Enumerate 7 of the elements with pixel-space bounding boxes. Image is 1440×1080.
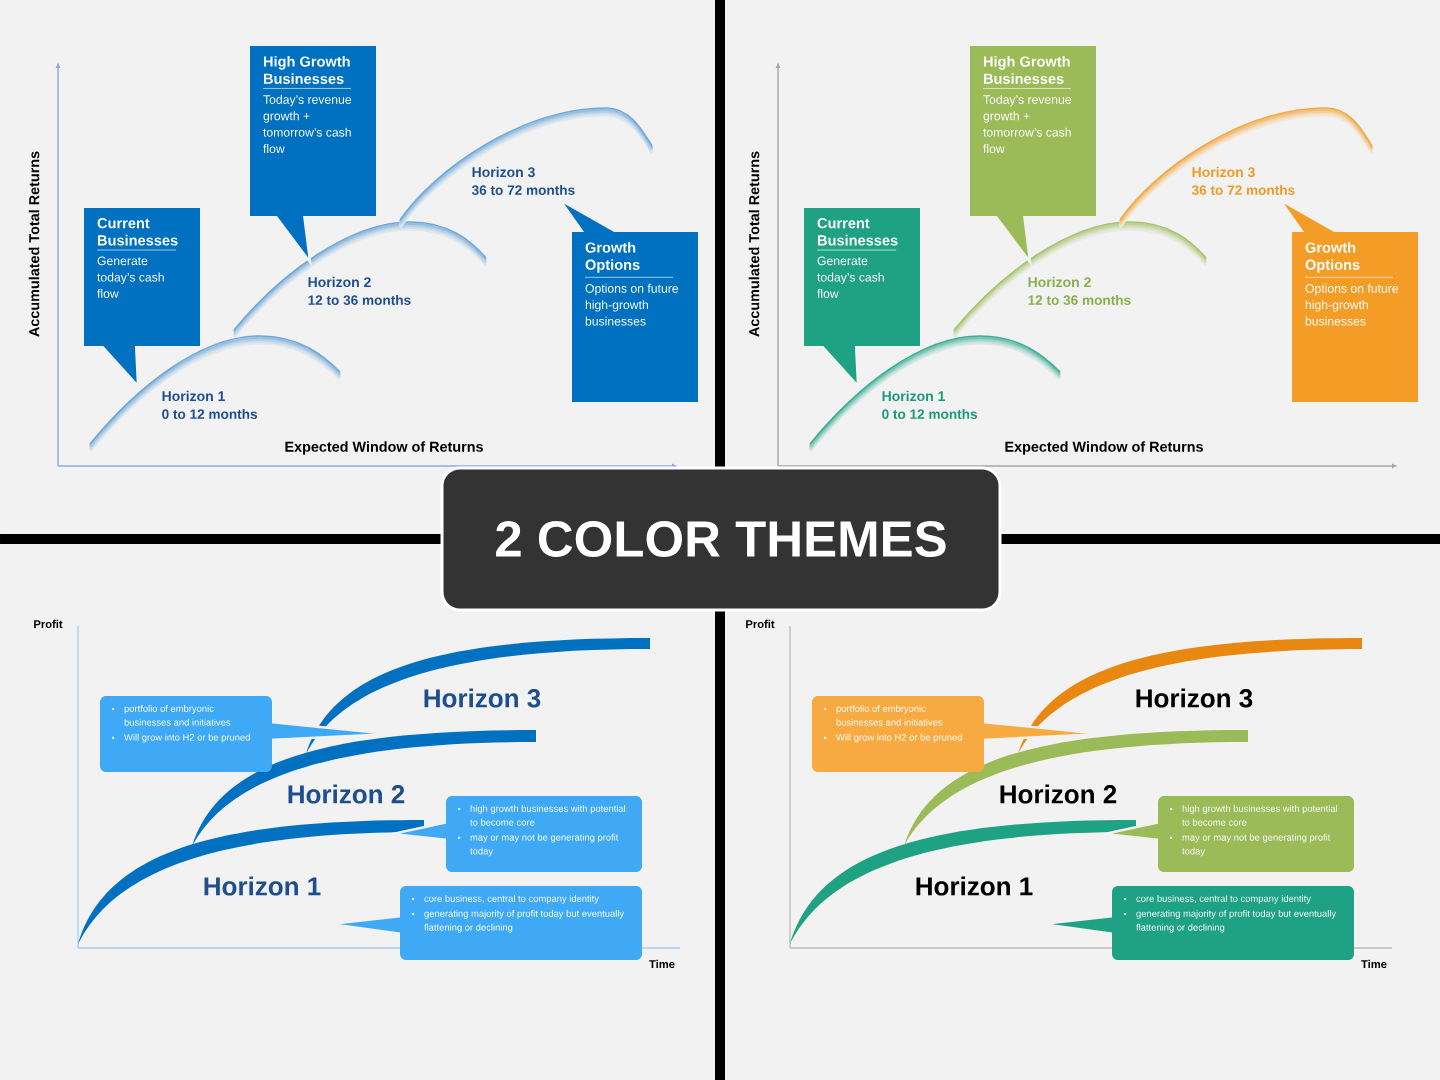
horizon-label: Horizon 1	[916, 876, 1033, 896]
title-banner: 2 COLOR THEMES	[440, 466, 1002, 612]
horizon-label: Horizon 2	[288, 784, 405, 804]
horizon-label: Horizon 3	[424, 688, 541, 708]
horizon-label: Horizon 1	[204, 876, 321, 896]
horizon-label: Horizon 2	[1000, 784, 1117, 804]
horizon-label: Horizon 3	[1136, 688, 1253, 708]
